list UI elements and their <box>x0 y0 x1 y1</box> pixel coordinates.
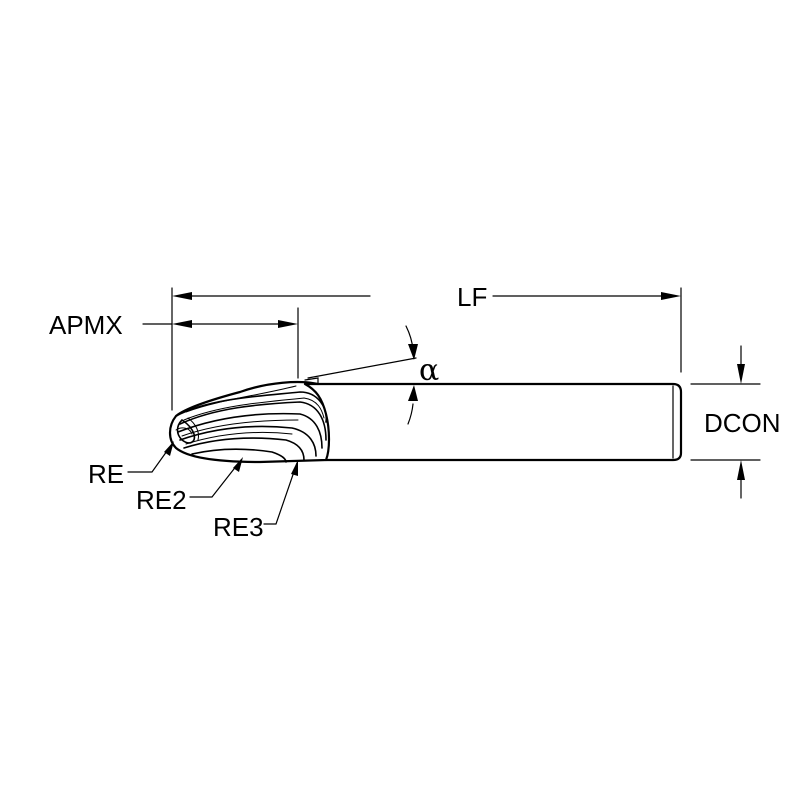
dcon-label: DCON <box>704 408 781 438</box>
apmx-arrow-left <box>172 320 192 328</box>
lf-label: LF <box>457 282 487 312</box>
dcon-dimension: DCON <box>690 345 781 499</box>
re2-label: RE2 <box>136 485 187 515</box>
apmx-arrow-right <box>278 320 298 328</box>
alpha-ext-line <box>307 357 417 379</box>
re3-leader: RE3 <box>213 460 298 542</box>
tool-shank <box>316 382 683 462</box>
re3-label: RE3 <box>213 512 264 542</box>
lf-arrow-right <box>661 292 681 300</box>
re-leader: RE <box>88 441 174 489</box>
alpha-dimension: α <box>307 325 439 425</box>
re2-arrow <box>233 457 243 472</box>
dcon-arrow-top <box>737 364 745 384</box>
lf-dimension: LF <box>171 282 682 411</box>
apmx-label: APMX <box>49 310 123 340</box>
alpha-arrow-bottom <box>408 385 418 401</box>
alpha-label: α <box>419 353 439 388</box>
alpha-arrow-top <box>408 344 418 360</box>
re3-arrow <box>291 460 298 476</box>
re-label: RE <box>88 459 124 489</box>
re2-leader: RE2 <box>136 457 243 515</box>
dcon-arrow-bottom <box>737 460 745 480</box>
re-arrow <box>164 441 174 456</box>
lf-arrow-left <box>172 292 192 300</box>
burr-head <box>168 377 331 464</box>
apmx-dimension: APMX <box>49 307 299 379</box>
